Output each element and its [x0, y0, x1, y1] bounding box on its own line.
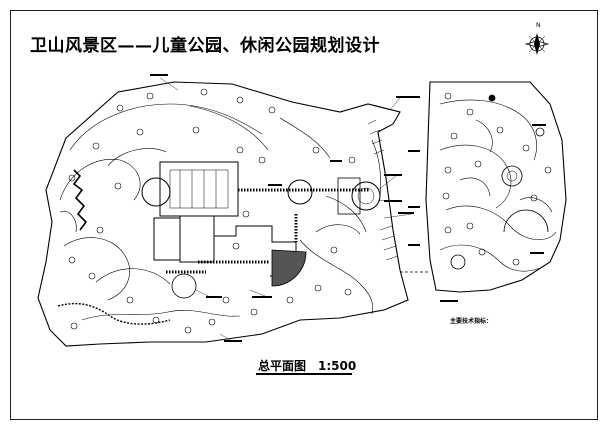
leisure-features: [450, 94, 549, 270]
slope-hatching: [367, 119, 399, 261]
annotation-leaders: [159, 77, 413, 341]
pavilion-east: [351, 181, 381, 211]
north-label: N: [536, 22, 541, 29]
leisure-trees: [442, 92, 552, 266]
annotation-ticks: [150, 74, 414, 342]
stream-edge: [72, 169, 88, 231]
north-arrow-icon: [524, 33, 550, 55]
drawing-title: 卫山风景区——儿童公园、休闲公园规划设计: [30, 36, 380, 56]
scale-underline: [256, 373, 352, 375]
pavilion-mid: [287, 179, 313, 205]
childrens-park-boundary: [37, 81, 409, 347]
scale-ratio: 1:500: [318, 359, 357, 373]
plaza-axis: [166, 188, 370, 274]
drawing-border: [10, 10, 598, 420]
leisure-ticks: [408, 96, 546, 302]
plan-label: 总平面图: [258, 359, 307, 373]
childrens-park-paths: [59, 103, 382, 321]
round-plaza: [141, 177, 171, 207]
sunken-plaza: [271, 249, 307, 287]
tree-symbols: [68, 88, 356, 334]
technical-spec-label: 主要技术指标：: [450, 318, 493, 325]
leisure-park-boundary: [425, 81, 567, 293]
plan-scale-title: 总平面图 1:500: [258, 357, 356, 374]
